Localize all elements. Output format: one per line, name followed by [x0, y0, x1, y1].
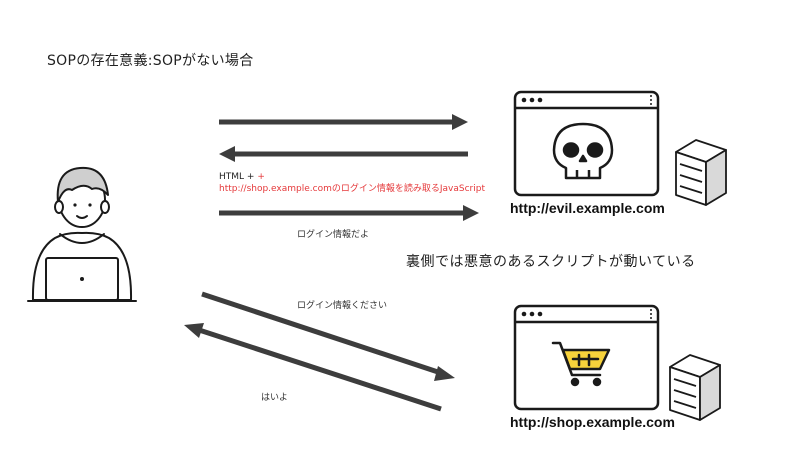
- response-label-html: HTML + +: [219, 172, 265, 182]
- label-reply: はいよ: [261, 393, 288, 403]
- server-icon: [675, 139, 727, 206]
- skull-icon: [552, 122, 614, 180]
- arrow-send-login-info: [219, 205, 479, 221]
- arrow-request-to-shop: [201, 291, 455, 381]
- arrow-response-from-evil: [219, 146, 468, 162]
- response-label-script: http://shop.example.comのログイン情報を読み取るJavaS…: [219, 184, 485, 194]
- evil-url: http://evil.example.com: [510, 200, 665, 216]
- label-login-info-send: ログイン情報だよ: [297, 230, 370, 240]
- malicious-script-note: 裏側では悪意のあるスクリプトが動いている: [406, 254, 696, 270]
- shop-url: http://shop.example.com: [510, 414, 675, 430]
- user-with-laptop-icon: [27, 166, 137, 302]
- arrow-response-from-shop: [184, 323, 442, 412]
- server-icon: [669, 354, 721, 421]
- diagram-title: SOPの存在意義:SOPがない場合: [47, 53, 254, 69]
- label-login-request: ログイン情報ください: [297, 301, 388, 311]
- arrow-request-to-evil: [219, 114, 468, 130]
- shopping-cart-icon: [551, 341, 611, 387]
